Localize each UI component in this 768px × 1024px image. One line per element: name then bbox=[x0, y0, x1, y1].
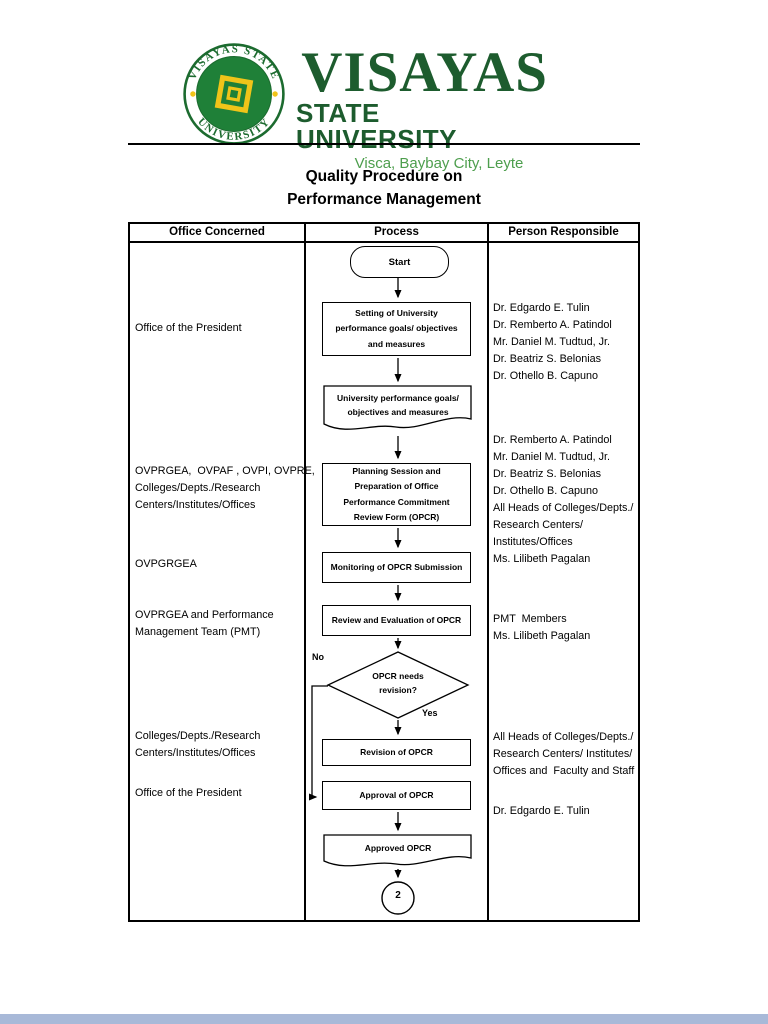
flow-branch-no-label: No bbox=[312, 652, 324, 662]
flow-doc-approved-opcr-label: Approved OPCR bbox=[364, 843, 432, 853]
person-responsible-entry-1: Dr. Edgardo E. Tulin Dr. Remberto A. Pat… bbox=[493, 302, 612, 382]
office-concerned-entry-6: Office of the President bbox=[135, 787, 242, 799]
person-responsible-entry-6: Dr. Edgardo E. Tulin bbox=[493, 805, 590, 817]
flow-step-planning-session: Planning Session and Preparation of Offi… bbox=[322, 463, 471, 526]
header-divider bbox=[128, 143, 640, 145]
person-responsible-entry-5: All Heads of Colleges/Depts./ Research C… bbox=[493, 731, 635, 777]
column-header-person-responsible: Person Responsible bbox=[508, 226, 619, 238]
procedure-table bbox=[128, 222, 640, 922]
flow-step-review-evaluation: Review and Evaluation of OPCR bbox=[322, 605, 471, 636]
office-concerned-entry-2: OVPRGEA, OVPAF , OVPI, OVPRE, Colleges/D… bbox=[135, 465, 315, 511]
page-footer-strip bbox=[0, 1014, 768, 1024]
table-column-divider-2 bbox=[487, 222, 489, 922]
flow-offpage-connector-number: 2 bbox=[395, 890, 401, 901]
office-concerned-entry-4: OVPRGEA and Performance Management Team … bbox=[135, 609, 274, 638]
flow-step-monitoring: Monitoring of OPCR Submission bbox=[322, 552, 471, 583]
flow-step-setting-goals: Setting of University performance goals/… bbox=[322, 302, 471, 356]
flow-doc-goals-label: University performance goals/ objectives… bbox=[337, 393, 459, 418]
office-concerned-entry-1: Office of the President bbox=[135, 322, 242, 334]
seal-pinwheel-icon bbox=[214, 74, 254, 114]
person-responsible-entry-4: PMT Members Ms. Lilibeth Pagalan bbox=[493, 613, 591, 642]
table-header-divider bbox=[128, 241, 640, 243]
university-wordmark: VISAYAS STATE UNIVERSITY Visca, Baybay C… bbox=[296, 41, 548, 173]
flow-branch-yes-label: Yes bbox=[422, 708, 438, 718]
flow-decision-label: OPCR needs revision? bbox=[372, 671, 424, 696]
page-title: Quality Procedure on Performance Managem… bbox=[287, 168, 481, 208]
flow-start-terminal: Start bbox=[350, 246, 449, 278]
seal-ornament-right bbox=[272, 91, 278, 97]
table-column-divider-1 bbox=[304, 222, 306, 922]
seal-ornament-left bbox=[190, 91, 196, 97]
column-header-process: Process bbox=[374, 226, 419, 238]
flow-step-revision: Revision of OPCR bbox=[322, 739, 471, 766]
person-responsible-entry-2: Dr. Remberto A. Patindol Mr. Daniel M. T… bbox=[493, 434, 634, 548]
university-subname: STATE UNIVERSITY bbox=[296, 98, 458, 155]
flow-step-approval: Approval of OPCR bbox=[322, 781, 471, 810]
university-name: VISAYAS bbox=[301, 41, 548, 104]
office-concerned-entry-5: Colleges/Depts./Research Centers/Institu… bbox=[135, 730, 261, 759]
university-seal: VISAYAS STATE UNIVERSITY bbox=[183, 43, 285, 145]
column-header-office-concerned: Office Concerned bbox=[169, 226, 265, 238]
office-concerned-entry-3: OVPGRGEA bbox=[135, 558, 197, 570]
university-address: Visca, Baybay City, Leyte bbox=[354, 155, 524, 173]
person-responsible-entry-3: Ms. Lilibeth Pagalan bbox=[493, 553, 591, 565]
